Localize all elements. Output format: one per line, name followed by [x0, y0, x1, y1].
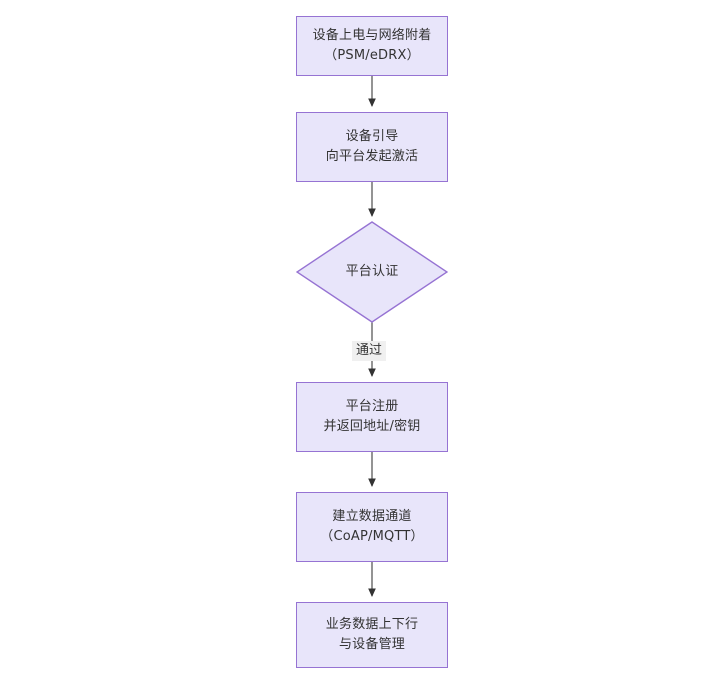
node-power-on-line-2: （PSM/eDRX） [324, 48, 420, 63]
node-data-channel-line-1: 建立数据通道 [332, 509, 412, 524]
node-bootstrap-line-2: 向平台发起激活 [325, 149, 419, 164]
edge-label-pass: 通过 [352, 341, 387, 361]
node-platform-auth[interactable]: 平台认证 [296, 221, 448, 323]
node-bootstrap-line-1: 设备引导 [345, 129, 399, 144]
node-power-on[interactable]: 设备上电与网络附着 （PSM/eDRX） [296, 16, 448, 76]
node-data-channel-line-2: （CoAP/MQTT） [320, 529, 424, 544]
node-data-channel[interactable]: 建立数据通道 （CoAP/MQTT） [296, 492, 448, 562]
node-platform-register-line-1: 平台注册 [345, 399, 399, 414]
node-power-on-line-1: 设备上电与网络附着 [312, 28, 432, 43]
node-platform-auth-label: 平台认证 [345, 264, 399, 279]
node-service-data[interactable]: 业务数据上下行 与设备管理 [296, 602, 448, 668]
node-platform-register-line-2: 并返回地址/密钥 [323, 419, 421, 434]
node-service-data-line-1: 业务数据上下行 [325, 617, 419, 632]
node-bootstrap[interactable]: 设备引导 向平台发起激活 [296, 112, 448, 182]
diamond-shape [296, 221, 448, 323]
node-platform-register[interactable]: 平台注册 并返回地址/密钥 [296, 382, 448, 452]
node-service-data-line-2: 与设备管理 [338, 637, 405, 652]
